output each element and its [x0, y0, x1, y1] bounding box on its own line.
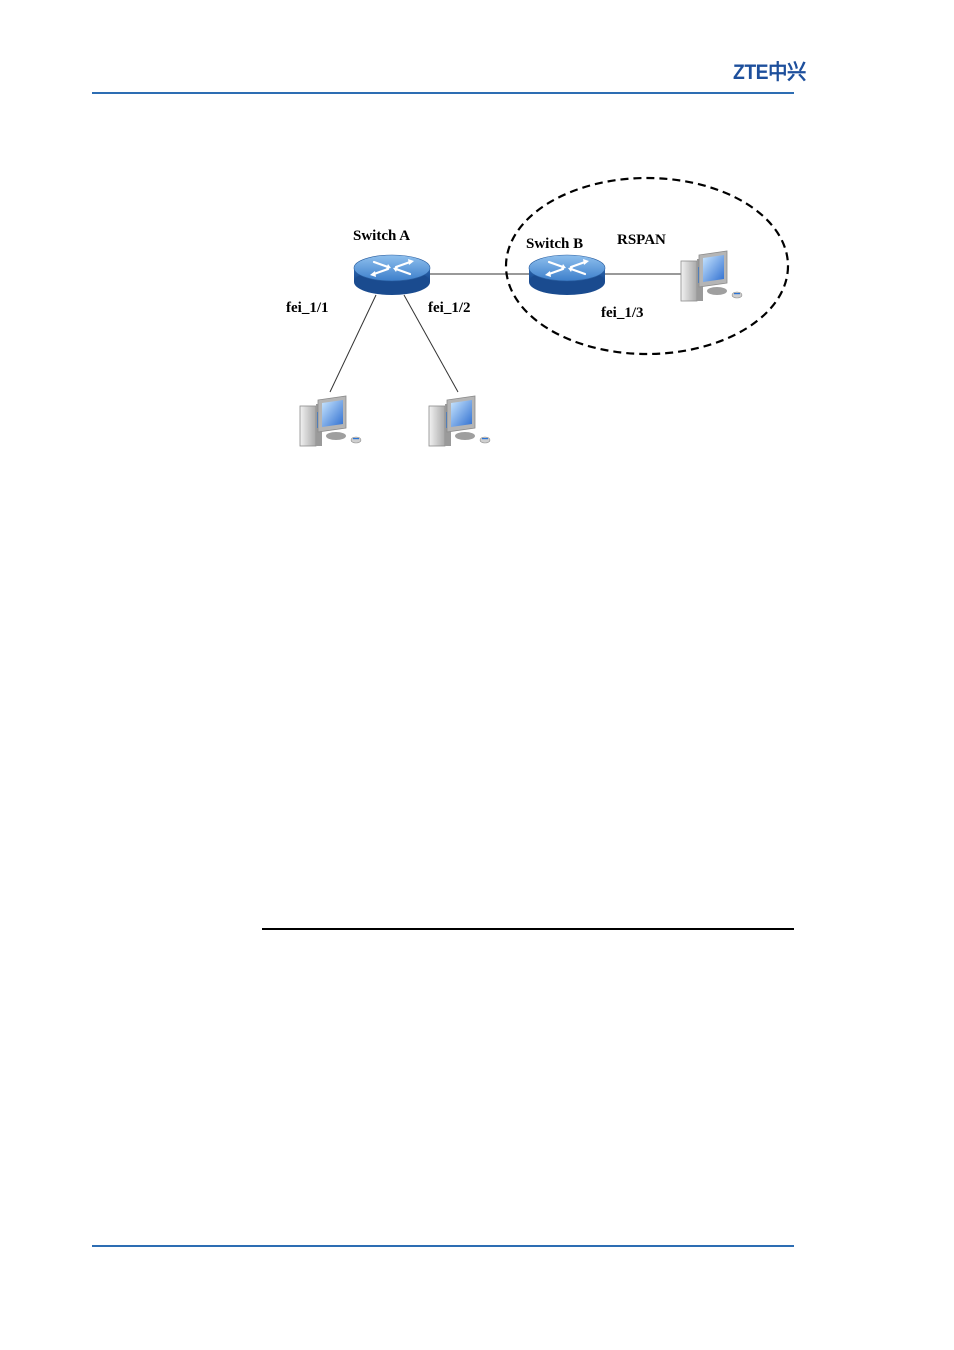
switch-a-router-icon: [354, 255, 430, 295]
footer-rule: [92, 1245, 794, 1247]
pc-1-computer-icon: [300, 396, 361, 446]
pc-2-computer-icon: [429, 396, 490, 446]
port-label-fei-1-1: fei_1/1: [286, 300, 329, 316]
switch-b-router-icon: [529, 255, 605, 295]
table-rule: [262, 928, 794, 930]
rspan-label: RSPAN: [617, 232, 666, 248]
switch-b-label: Switch B: [526, 236, 583, 252]
port-label-fei-1-2: fei_1/2: [428, 300, 471, 316]
link-switch-a-pc-1: [330, 295, 376, 392]
port-label-fei-1-3: fei_1/3: [601, 305, 644, 321]
pc-rspan-computer-icon: [681, 251, 742, 301]
switch-a-label: Switch A: [353, 228, 410, 244]
